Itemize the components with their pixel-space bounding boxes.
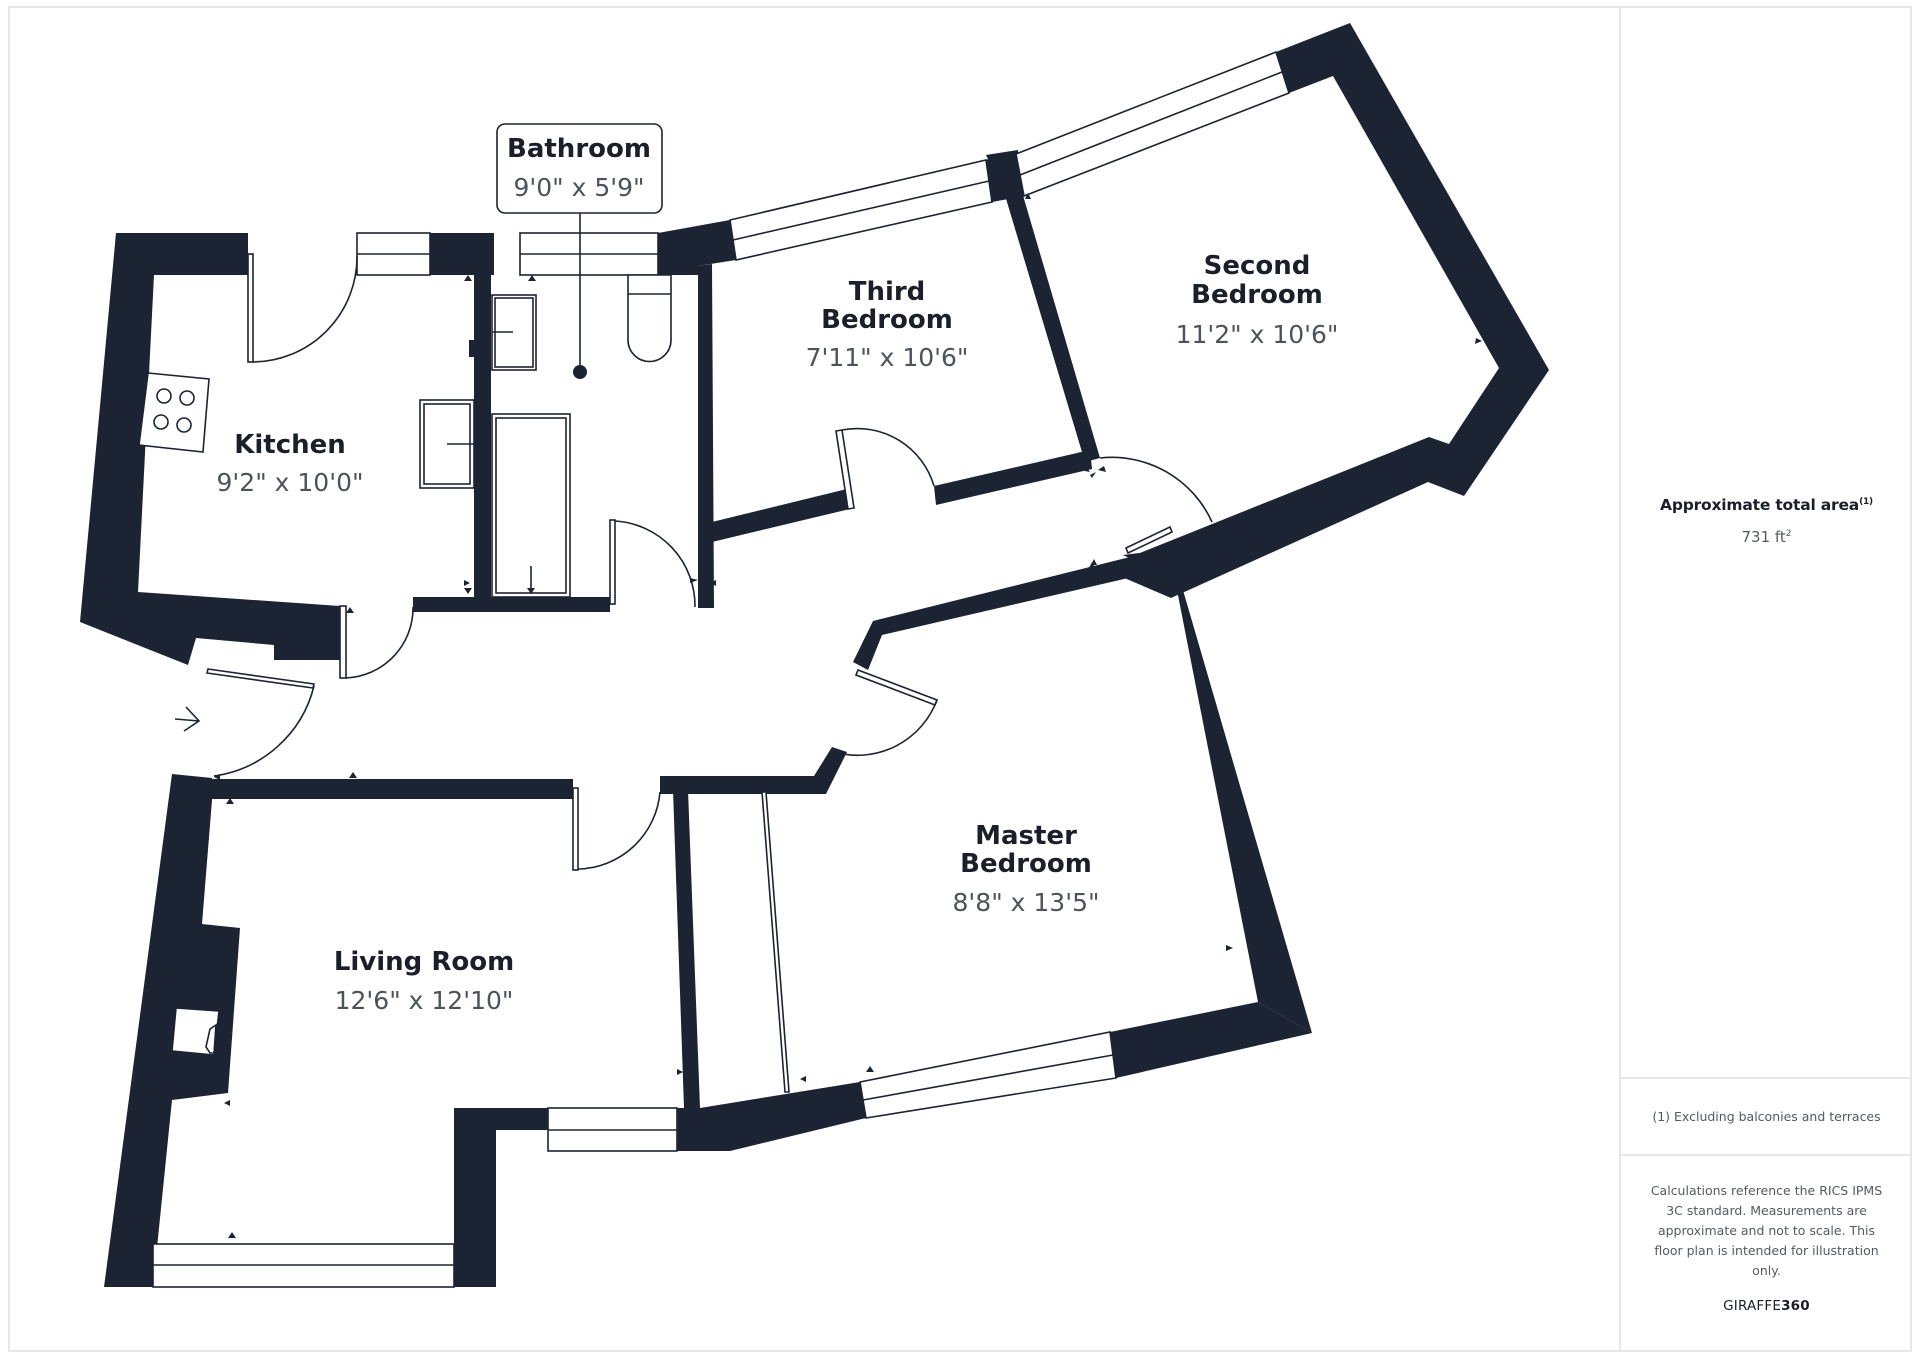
third-second-partition (986, 150, 1100, 462)
living-room-door (572, 787, 661, 871)
second-bedroom-window (1015, 50, 1290, 198)
room-name-master-line2: Bedroom (960, 849, 1092, 879)
bathroom-walls (491, 220, 736, 612)
third-bedroom-window (729, 159, 993, 261)
third-bedroom-door (835, 427, 935, 510)
kitchen-left-wall (80, 233, 340, 665)
brand-prefix: GIRAFFE (1723, 1298, 1782, 1314)
bathroom-door (609, 519, 696, 608)
bath-third-partition (698, 264, 714, 608)
master-right-wall (1123, 549, 1312, 1033)
living-room-walls (104, 774, 700, 1287)
room-name-living: Living Room (334, 947, 514, 977)
area-value-number: 731 ft (1741, 528, 1786, 546)
living-room-side-window (547, 1107, 678, 1152)
kitchen-walls (80, 233, 610, 665)
room-dim-bathroom: 9'0" x 5'9" (513, 173, 644, 202)
room-name-third-line1: Third (849, 277, 926, 307)
footnote-marker: (1) (1859, 496, 1873, 507)
kitchen-window (356, 232, 431, 276)
master-bedroom-door (833, 668, 939, 757)
footnote-section: (1) Excluding balconies and terraces (1621, 1077, 1912, 1156)
room-name-kitchen: Kitchen (234, 430, 346, 460)
total-area-label: Approximate total area (1660, 496, 1860, 514)
bathroom-bottom-wall (491, 597, 610, 612)
room-name-bathroom: Bathroom (507, 134, 651, 164)
master-bottom-left-wall (700, 1082, 866, 1151)
bathtub-icon (491, 413, 571, 598)
total-area-value: 731 ft2 (1621, 528, 1912, 546)
master-bedroom-walls (660, 549, 1312, 1151)
hallway-upper-wall (853, 557, 1137, 670)
living-room-left-wall (104, 774, 240, 1287)
arrow-right-icon (174, 706, 201, 732)
fireplace-icon (171, 1007, 220, 1056)
second-bedroom-walls (1122, 23, 1549, 598)
closet-sliding-door (761, 791, 790, 1093)
room-dim-master: 8'8" x 13'5" (953, 888, 1100, 917)
top-pillar-third (984, 154, 1024, 202)
second-bedroom-outer-wall (1122, 23, 1549, 598)
room-dim-living: 12'6" x 12'10" (335, 986, 514, 1015)
master-bottom-wall (1110, 1002, 1312, 1078)
living-room-top-wall (210, 779, 573, 799)
footnote-text: (1) Excluding balconies and terraces (1652, 1109, 1881, 1124)
second-bedroom-door (1099, 456, 1213, 555)
room-dim-kitchen: 9'2" x 10'0" (217, 468, 364, 497)
brand-suffix: 360 (1781, 1298, 1810, 1314)
total-area-title: Approximate total area(1) (1621, 496, 1912, 514)
living-room-bottom-right-2 (677, 1108, 700, 1151)
bathroom-label: Bathroom 9'0" x 5'9" (496, 123, 663, 379)
entrance-door (206, 668, 315, 777)
floor-plan: Bathroom 9'0" x 5'9" (80, 23, 1549, 1288)
bathroom-basin-icon (491, 294, 537, 371)
hallway-lower-wall (660, 747, 847, 794)
living-room-bottom-window (152, 1243, 455, 1288)
third-bedroom-bottom-left (712, 488, 854, 542)
kitchen-bottom-door (339, 605, 414, 679)
kitchen-bath-partition (474, 275, 491, 608)
info-sidebar: Approximate total area(1) 731 ft2 (1) Ex… (1619, 6, 1912, 1352)
room-name-master-line1: Master (975, 821, 1077, 851)
total-area-block: Approximate total area(1) 731 ft2 (1621, 496, 1912, 546)
room-dim-second: 11'2" x 10'6" (1176, 320, 1339, 349)
page-frame (8, 6, 1912, 1352)
measurement-markers (131, 193, 1482, 1238)
third-bedroom-walls (712, 150, 1100, 542)
hob-icon (138, 372, 210, 453)
disclaimer-text: Calculations reference the RICS IPMS 3C … (1650, 1183, 1883, 1278)
bathroom-window (519, 232, 659, 276)
bathroom-top-wall (658, 220, 736, 275)
room-name-second-line1: Second (1204, 251, 1311, 281)
kitchen-bath-nub (469, 340, 475, 357)
area-unit-superscript: 2 (1785, 529, 1792, 539)
kitchen-top-wall (430, 233, 494, 275)
kitchen-sink-icon (419, 399, 475, 489)
room-name-second-line2: Bedroom (1191, 280, 1323, 310)
closet-partition (673, 790, 700, 1108)
master-bedroom-window (859, 1031, 1117, 1119)
third-bedroom-bottom-right (934, 450, 1092, 505)
room-name-third-line2: Bedroom (821, 305, 953, 335)
kitchen-top-door (247, 253, 358, 363)
room-dim-third: 7'11" x 10'6" (806, 343, 969, 372)
living-room-bottom-right (454, 1108, 548, 1287)
toilet-icon (627, 274, 672, 363)
brand-logo: GIRAFFE360 (1621, 1298, 1912, 1314)
